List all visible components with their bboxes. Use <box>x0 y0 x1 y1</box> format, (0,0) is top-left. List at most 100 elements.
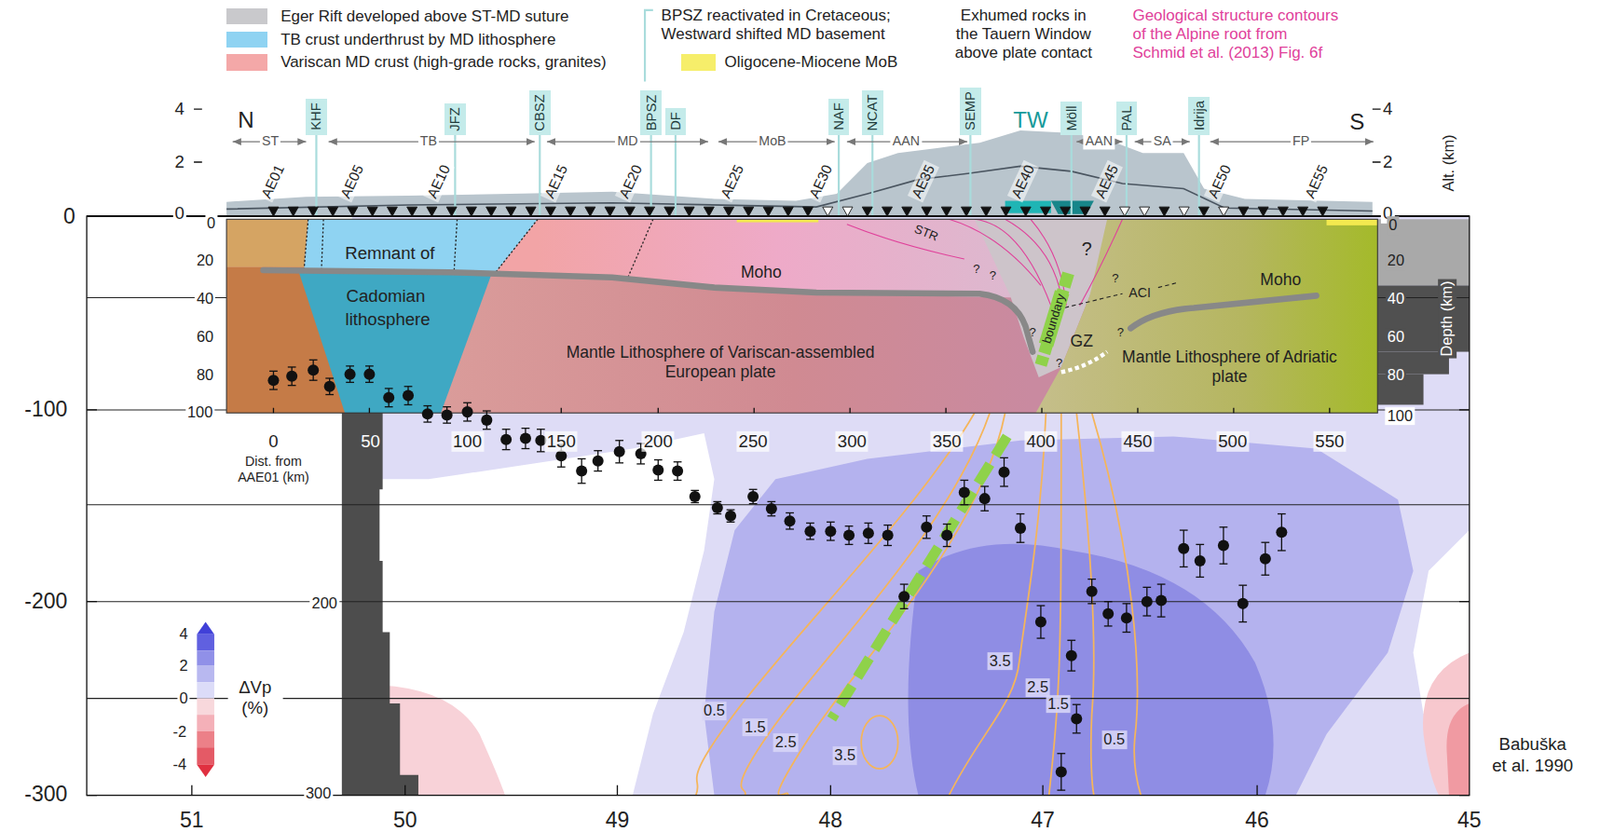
colorbar-cell <box>196 666 215 684</box>
data-point <box>1086 586 1098 598</box>
station-triangle <box>565 206 576 217</box>
error-bar <box>726 509 736 511</box>
data-point <box>824 525 836 537</box>
suture-line <box>321 218 324 271</box>
fault-label: NCAT <box>864 94 880 131</box>
station-triangle <box>585 206 596 217</box>
unit-label: Cadomian <box>345 285 425 306</box>
legend-swatch <box>226 31 268 49</box>
contour-line <box>778 412 1005 795</box>
data-point <box>747 491 759 503</box>
legend-text: TB crust underthrust by MD lithosphere <box>280 30 556 50</box>
data-point <box>1066 650 1078 662</box>
legend-swatch <box>226 8 268 26</box>
structure-contour <box>1005 218 1062 296</box>
colorbar-title: ΔVp (%) <box>227 677 283 720</box>
error-bar <box>1277 549 1286 551</box>
error-bar <box>883 545 892 547</box>
data-point <box>724 510 737 522</box>
station-triangle <box>347 206 358 217</box>
aci-line <box>1158 282 1179 288</box>
error-bar <box>423 421 432 423</box>
station-triangle <box>902 206 913 217</box>
colorbar-value: 4 <box>177 625 191 644</box>
error-bar <box>404 404 413 406</box>
axis-number: 49 <box>605 808 630 832</box>
frame-top <box>86 215 1470 218</box>
error-bar <box>806 538 815 540</box>
error-bar <box>269 370 278 372</box>
axis-number: 0 <box>205 214 218 233</box>
axis-number: -200 <box>24 588 68 616</box>
annotation-bracket <box>644 10 654 83</box>
data-point <box>784 515 796 527</box>
data-point <box>998 466 1010 479</box>
axis-number: 500 <box>1216 431 1249 452</box>
station-triangle <box>782 206 794 217</box>
station-triangle <box>1277 206 1288 217</box>
station-triangle <box>1238 206 1249 217</box>
error-bar <box>1066 640 1076 642</box>
data-point <box>941 530 953 542</box>
colorbar-value: -2 <box>170 723 189 742</box>
velocity-field <box>352 433 715 795</box>
station-triangle <box>921 206 932 217</box>
error-bar <box>384 387 394 389</box>
station-triangle <box>545 206 556 217</box>
axis-number: 60 <box>194 328 216 348</box>
station-triangle <box>287 206 299 217</box>
structure-label: GZ <box>1070 331 1094 352</box>
moho-line <box>1130 295 1316 329</box>
error-bar <box>345 382 355 383</box>
gridline <box>86 504 1470 506</box>
colorbar-cell <box>196 714 215 732</box>
axis-title: Depth (km) <box>1437 278 1457 358</box>
axis-number: 200 <box>642 431 675 452</box>
fault-label: NAF <box>831 102 847 131</box>
section-frame <box>226 218 1378 413</box>
error-bar <box>593 450 602 452</box>
axis-ticks <box>86 410 1470 796</box>
colorbar <box>196 622 215 778</box>
axis-number: 40 <box>1385 289 1407 309</box>
region-label: TW <box>1012 107 1048 135</box>
data-point <box>500 434 512 446</box>
error-bar <box>785 512 794 514</box>
data-point <box>422 408 434 420</box>
error-bar <box>943 546 952 548</box>
legend-swatch <box>681 54 715 71</box>
cadomian-mantle <box>298 269 493 413</box>
axis-number: 150 <box>545 431 578 452</box>
error-bar <box>615 439 624 441</box>
station-triangle <box>1178 206 1190 217</box>
structure-contour <box>948 218 1041 286</box>
error-bar <box>726 521 736 523</box>
fault-label: BPSZ <box>642 94 658 131</box>
error-bar <box>1142 587 1151 589</box>
station-triangle <box>882 206 893 217</box>
error-bar <box>1087 602 1096 604</box>
station-triangle <box>1298 206 1309 217</box>
fault-label-box: CBSZ <box>529 90 551 136</box>
fault-label-box: KHF <box>305 98 328 136</box>
error-bar <box>521 427 531 429</box>
station-triangle <box>743 206 754 217</box>
station-triangle <box>724 206 735 217</box>
axis-number: 0 <box>63 204 76 231</box>
data-point <box>1121 612 1133 624</box>
data-point <box>1141 596 1153 608</box>
error-bar <box>345 365 355 367</box>
gz-line <box>1061 352 1108 373</box>
data-point <box>1070 713 1082 725</box>
error-bar <box>654 459 663 461</box>
md-crust <box>494 218 1021 298</box>
station-triangle <box>367 206 378 217</box>
error-bar <box>502 449 511 451</box>
station-triangle <box>486 206 497 217</box>
error-bar <box>325 394 334 396</box>
colorbar-cell <box>196 650 215 666</box>
fault-label-box: DF <box>665 108 687 136</box>
direction-label: N <box>237 107 254 135</box>
question-mark: ? <box>1029 325 1037 341</box>
region-label: TB <box>418 134 439 151</box>
